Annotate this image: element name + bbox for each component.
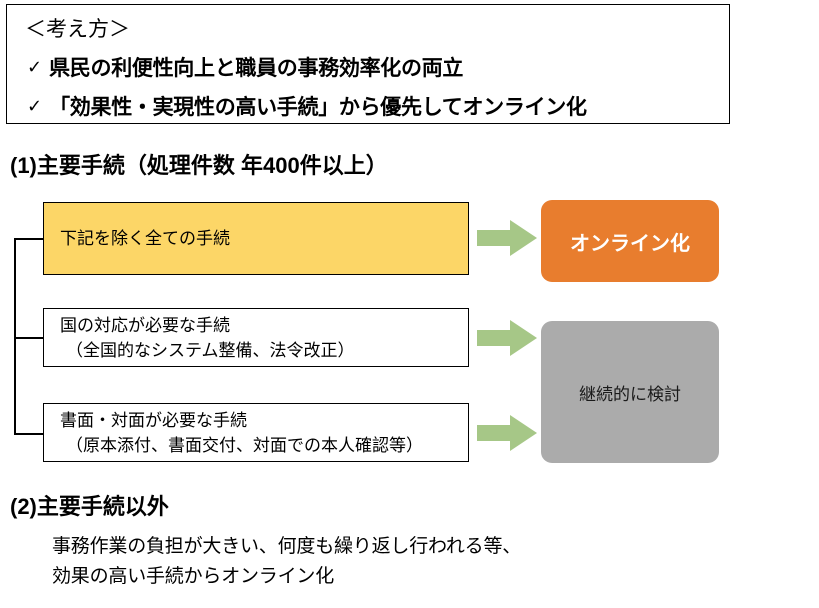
concept-bullet-2: ✓ 「効果性・実現性の高い手続」から優先してオンライン化 <box>27 91 587 121</box>
bracket-branch-2 <box>14 337 44 339</box>
result-box-continued-review: 継続的に検討 <box>541 321 719 463</box>
section-1-heading: (1)主要手続（処理件数 年400件以上） <box>10 153 388 178</box>
procedure-box-all-others: 下記を除く全ての手続 <box>43 202 469 275</box>
bracket-branch-3 <box>14 433 44 435</box>
right-arrow-icon <box>477 415 537 451</box>
procedure-box-paper-inperson-line2: （原本添付、書面交付、対面での本人確認等） <box>66 435 423 455</box>
concept-box: ＜考え方＞ ✓ 県民の利便性向上と職員の事務効率化の両立 ✓ 「効果性・実現性の… <box>6 4 730 124</box>
result-box-continued-review-label: 継続的に検討 <box>579 384 681 404</box>
concept-title: ＜考え方＞ <box>25 18 130 41</box>
section-2-heading: (2)主要手続以外 <box>10 494 169 519</box>
right-arrow-icon <box>477 220 537 256</box>
section-2-body-line1: 事務作業の負担が大きい、何度も繰り返し行われる等、 <box>52 536 522 557</box>
section-2-body-line2: 効果の高い手続からオンライン化 <box>52 566 335 587</box>
check-icon: ✓ <box>27 96 43 116</box>
procedure-box-paper-inperson: 書面・対面が必要な手続 （原本添付、書面交付、対面での本人確認等） <box>43 403 469 462</box>
concept-bullet-2-label: 「効果性・実現性の高い手続」から優先してオンライン化 <box>49 96 587 119</box>
procedure-box-all-others-line1: 下記を除く全ての手続 <box>60 229 230 248</box>
bracket-branch-1 <box>14 238 44 240</box>
concept-bullet-1: ✓ 県民の利便性向上と職員の事務効率化の両立 <box>27 52 463 82</box>
procedure-box-national-action: 国の対応が必要な手続 （全国的なシステム整備、法令改正） <box>43 308 469 367</box>
procedure-box-national-action-line2: （全国的なシステム整備、法令改正） <box>66 340 355 360</box>
result-box-online: オンライン化 <box>541 200 719 282</box>
right-arrow-icon <box>477 320 537 356</box>
procedure-box-paper-inperson-line1: 書面・対面が必要な手続 <box>60 410 247 430</box>
procedure-box-national-action-line1: 国の対応が必要な手続 <box>60 315 230 335</box>
concept-bullet-1-label: 県民の利便性向上と職員の事務効率化の両立 <box>49 57 464 80</box>
result-box-online-label: オンライン化 <box>570 232 690 255</box>
bracket-vertical-line <box>14 238 16 434</box>
check-icon: ✓ <box>27 57 43 77</box>
